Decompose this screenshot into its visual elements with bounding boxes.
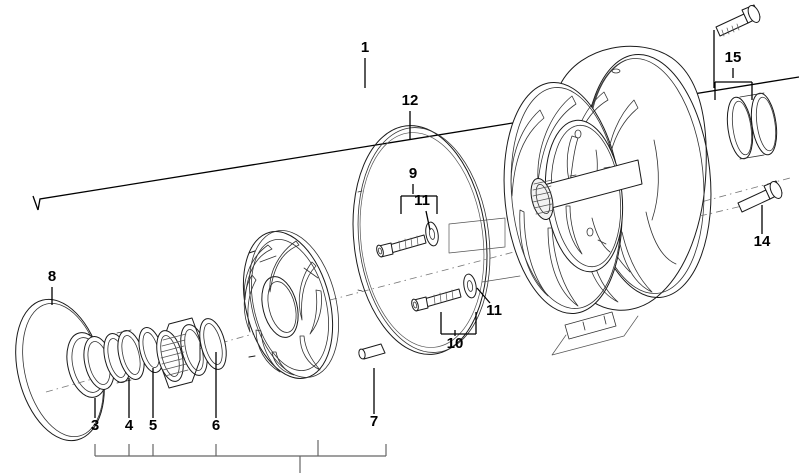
callout-converter-front-cover: 8 [48, 268, 56, 305]
callout-number: 9 [409, 165, 417, 182]
callout-number: 8 [48, 268, 56, 285]
callout-washer-lower: 11 [476, 287, 502, 319]
callout-number: 1 [361, 39, 369, 56]
callout-thrust-washer: 3 [91, 398, 99, 434]
callout-number: 12 [402, 92, 419, 109]
callout-hex-bolt-lower: 14 [754, 205, 771, 250]
callout-axial-needle-bearing: 5 [149, 368, 157, 434]
callout-number: 11 [414, 192, 430, 209]
leader-line [425, 210, 431, 231]
callout-stator-one-way-clutch: 6 [212, 352, 220, 434]
part-converter-housing [503, 45, 712, 356]
part-stator [242, 230, 340, 379]
callout-sealing-ring-set: 15 [725, 49, 742, 78]
callout-number: 14 [754, 233, 771, 250]
callout-number: 4 [125, 417, 134, 434]
part-washer-upper [425, 221, 439, 247]
base-bracket [94, 440, 387, 473]
callout-dowel-pin: 7 [370, 368, 378, 430]
callout-bolt-with-washer-upper: 9 [409, 165, 417, 194]
callout-shim-ring: 4 [125, 378, 134, 434]
callout-bolt-with-washer-lower: 10 [447, 330, 464, 352]
part-hex-bolt-lower [699, 180, 783, 217]
callout-converter-cover-plate: 12 [402, 92, 419, 140]
callout-brackets [400, 81, 753, 335]
callout-number: 7 [370, 413, 378, 430]
part-dowel-pin [358, 343, 386, 360]
part-shim-ring [103, 329, 145, 384]
callout-torque-converter-complete: 1 [361, 39, 369, 88]
part-hex-bolt-upper [713, 4, 761, 88]
part-washer-lower [463, 273, 477, 299]
callout-number: 3 [91, 417, 99, 434]
part-sealing-rings [726, 92, 778, 160]
part-bolt-upper [376, 234, 427, 258]
part-axial-needle-bearing [138, 317, 227, 389]
leader-line [476, 287, 491, 304]
callout-number: 11 [486, 302, 502, 319]
part-bolt-lower [411, 288, 462, 312]
callout-number: 10 [447, 335, 464, 352]
callout-number: 5 [149, 417, 157, 434]
callout-number: 6 [212, 417, 220, 434]
callout-washer-upper: 11 [414, 192, 431, 231]
callout-number: 15 [725, 49, 742, 66]
